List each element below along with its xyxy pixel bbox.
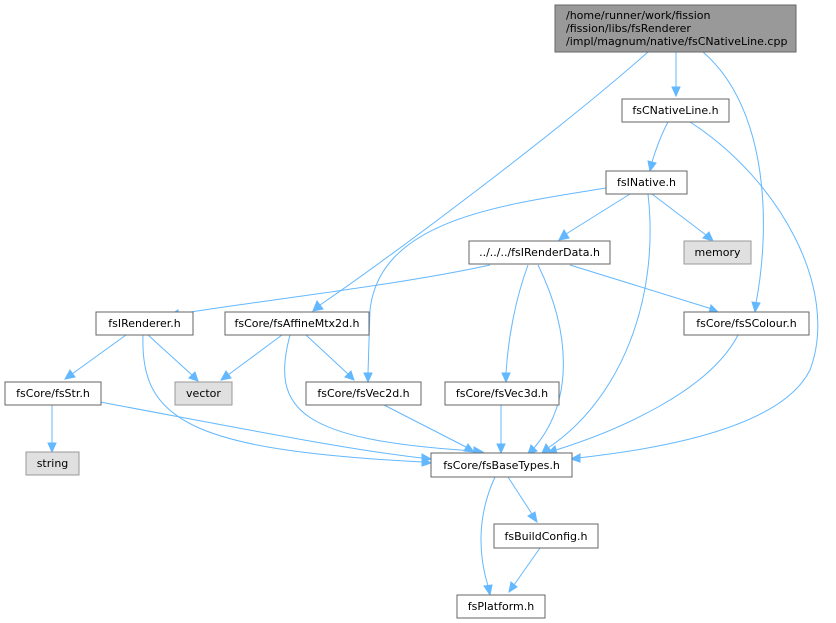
node-label: fsIRenderer.h [108, 317, 181, 330]
edge-fsbuildconfig-to-fsplatform [513, 547, 541, 586]
node-box [25, 451, 80, 476]
edge-arrowhead [220, 370, 232, 381]
edge-arrowhead [508, 581, 518, 594]
node-label: fsCore/fsVec2d.h [317, 387, 409, 400]
edge-arrowhead [751, 301, 761, 314]
node-box [683, 311, 810, 336]
node-fsirenderdata[interactable]: ../../../fsIRenderData.h [468, 240, 611, 265]
node-label: fsCNativeLine.h [632, 104, 718, 117]
edge-arrowhead [421, 453, 433, 463]
edge-fsvec2d-to-fsbasetypes [383, 404, 467, 448]
node-label: fsCore/fsVec3d.h [456, 387, 548, 400]
node-fscnativeline[interactable]: fsCNativeLine.h [621, 98, 730, 123]
edge-arrowhead [671, 86, 681, 98]
node-label-line: /fission/libs/fsRenderer [566, 22, 691, 35]
node-box [456, 594, 546, 619]
node-label: memory [695, 246, 741, 259]
node-fsinative[interactable]: fsINative.h [605, 170, 688, 195]
edge-arrowhead [558, 228, 570, 241]
node-vector: vector [174, 381, 233, 406]
node-fsaffinemtx2d[interactable]: fsCore/fsAffineMtx2d.h [224, 311, 370, 336]
edge-arrowhead [527, 511, 538, 524]
node-label: fsCore/fsSColour.h [696, 317, 797, 330]
edge-fsscolour-to-fsbasetypes [555, 334, 739, 451]
node-box [444, 381, 560, 406]
edge-arrowhead [496, 443, 506, 455]
edge-arrowhead [64, 369, 76, 380]
edge-arrowhead [483, 584, 493, 597]
edge-root-to-fsaffinemtx2d [319, 51, 649, 306]
edge-fsirenderdata-to-fsirenderer [177, 264, 491, 315]
edge-arrowhead [344, 370, 355, 381]
node-box [305, 381, 422, 406]
node-label: vector [186, 387, 221, 400]
node-box [95, 311, 194, 336]
edge-fsirenderdata-to-fsbasetypes [533, 264, 564, 449]
node-box [554, 4, 797, 53]
edge-arrowhead [501, 372, 511, 384]
edge-fsaffinemtx2d-to-vector [227, 334, 283, 376]
edge-fsirenderdata-to-fsvec3d [505, 264, 529, 374]
node-box [224, 311, 370, 336]
node-fsstr[interactable]: fsCore/fsStr.h [4, 381, 102, 406]
node-label: string [37, 457, 69, 470]
edge-arrowhead [463, 443, 476, 453]
node-label: fsPlatform.h [468, 600, 534, 613]
edge-fsirenderdata-to-fsscolour [569, 264, 713, 310]
node-memory: memory [683, 240, 752, 265]
node-fsvec2d[interactable]: fsCore/fsVec2d.h [305, 381, 422, 406]
edge-fsirenderer-to-vector [147, 334, 193, 376]
node-fsvec3d[interactable]: fsCore/fsVec3d.h [444, 381, 560, 406]
node-box [605, 170, 688, 195]
node-fsplatform[interactable]: fsPlatform.h [456, 594, 546, 619]
node-label: fsCore/fsBaseTypes.h [443, 459, 560, 472]
edge-fscnativeline-to-fsbasetypes [577, 121, 819, 459]
node-box [683, 240, 752, 265]
node-label: ../../../fsIRenderData.h [479, 246, 600, 259]
node-label-line: /impl/magnum/native/fsCNativeLine.cpp [566, 35, 787, 48]
graph-edges [47, 51, 819, 597]
node-fsbasetypes[interactable]: fsCore/fsBaseTypes.h [430, 452, 573, 478]
node-box [430, 452, 573, 478]
edge-fsinative-to-memory [651, 193, 707, 236]
node-box [468, 240, 611, 265]
edge-fsbasetypes-to-fsplatform [480, 476, 496, 587]
graph-nodes: /home/runner/work/fission /fission/libs/… [4, 4, 810, 619]
node-fsirenderer[interactable]: fsIRenderer.h [95, 311, 194, 336]
edge-arrowhead [702, 231, 714, 242]
node-label: fsCore/fsStr.h [16, 387, 90, 400]
edge-fsbasetypes-to-fsbuildconfig [507, 476, 533, 515]
node-box [493, 523, 599, 549]
edge-fsirenderer-to-fsbasetypes [142, 334, 423, 463]
edge-arrowhead [188, 371, 199, 382]
node-string: string [25, 451, 80, 476]
edge-arrowhead [647, 160, 657, 173]
edge-fsinative-to-fsvec2d [367, 187, 607, 374]
node-fsscolour[interactable]: fsCore/fsSColour.h [683, 311, 810, 336]
edge-root-to-fsscolour [702, 51, 764, 304]
node-label: fsINative.h [617, 176, 676, 189]
node-box [621, 98, 730, 123]
edge-fsinative-to-fsirenderdata [565, 193, 631, 235]
edge-arrowhead [312, 299, 324, 312]
edge-fsstr-to-fsbasetypes [99, 401, 423, 459]
edge-fsaffinemtx2d-to-fsbasetypes [284, 334, 475, 452]
node-box [4, 381, 102, 406]
edge-fscnativeline-to-fsinative [651, 121, 669, 163]
node-label: fsCore/fsAffineMtx2d.h [234, 317, 359, 330]
edge-arrowhead [363, 372, 373, 384]
node-label-line: /home/runner/work/fission [566, 9, 711, 22]
node-fsbuildconfig[interactable]: fsBuildConfig.h [493, 523, 599, 549]
node-label: fsBuildConfig.h [505, 530, 588, 543]
edge-fsirenderer-to-fsstr [71, 334, 127, 375]
edge-fsaffinemtx2d-to-fsvec2d [305, 334, 349, 375]
edge-fsinative-to-fsbasetypes [547, 193, 651, 449]
edge-arrowhead [541, 442, 552, 454]
edge-arrowhead [569, 453, 581, 463]
edge-arrowhead [47, 442, 57, 454]
node-box [174, 381, 233, 406]
node-root-file: /home/runner/work/fission /fission/libs/… [554, 4, 797, 53]
